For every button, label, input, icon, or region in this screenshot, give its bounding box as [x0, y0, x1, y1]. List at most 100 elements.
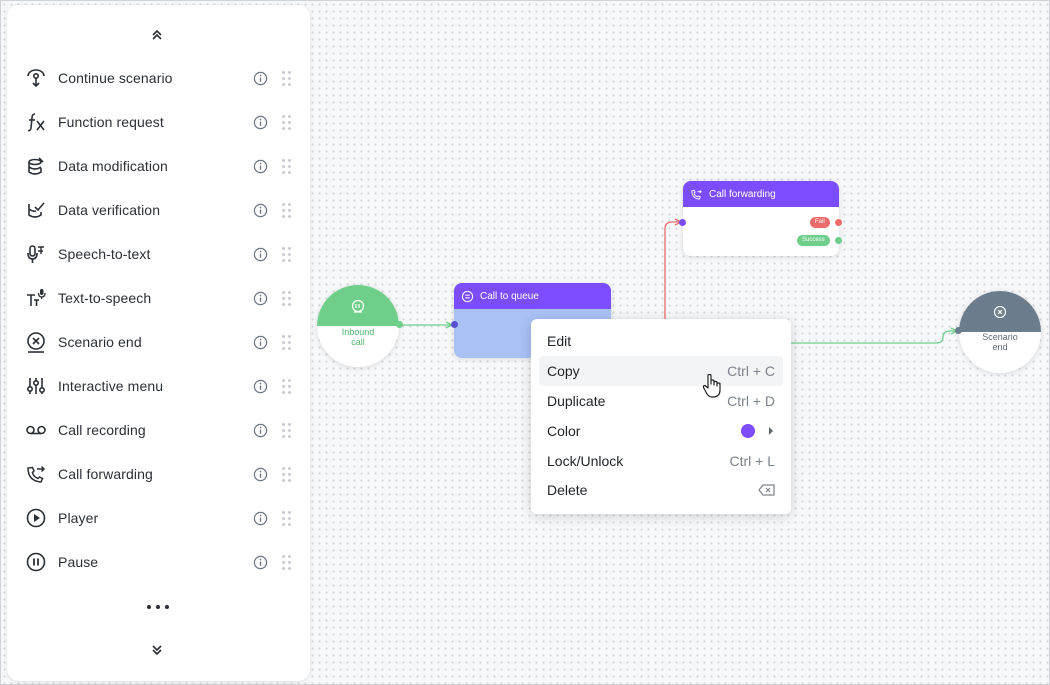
- sidebar-item-continue-scenario[interactable]: Continue scenario: [7, 56, 310, 100]
- call-forwarding-node[interactable]: Call forwarding Fail Success: [683, 181, 839, 256]
- speech-to-text-icon: [24, 242, 48, 266]
- sidebar-item-label: Interactive menu: [58, 378, 164, 394]
- drag-handle-icon[interactable]: [282, 289, 294, 307]
- voicemail-icon: [24, 418, 48, 442]
- call-to-queue-header: Call to queue: [454, 283, 611, 309]
- menu-item-color[interactable]: Color: [539, 416, 783, 446]
- sidebar-item-player[interactable]: Player: [7, 496, 310, 540]
- menu-item-label: Duplicate: [547, 393, 606, 409]
- sidebar-item-label: Pause: [58, 554, 99, 570]
- drag-handle-icon[interactable]: [282, 113, 294, 131]
- info-icon[interactable]: [252, 466, 268, 482]
- menu-item-label: Lock/Unlock: [547, 453, 624, 469]
- drag-handle-icon[interactable]: [282, 69, 294, 87]
- info-icon[interactable]: [252, 246, 268, 262]
- scenario-end-icon: [993, 305, 1007, 318]
- forwarding-input-port[interactable]: [679, 219, 686, 226]
- submenu-arrow-icon: [769, 427, 773, 435]
- drag-handle-icon[interactable]: [282, 465, 294, 483]
- queue-input-port[interactable]: [451, 321, 458, 328]
- info-icon[interactable]: [252, 290, 268, 306]
- drag-handle-icon[interactable]: [282, 553, 294, 571]
- sidebar-item-label: Speech-to-text: [58, 246, 151, 262]
- scenario-end-node-header: [959, 291, 1041, 332]
- sidebar-item-function-request[interactable]: Function request: [7, 100, 310, 144]
- data-modification-icon: [24, 154, 48, 178]
- drag-handle-icon[interactable]: [282, 377, 294, 395]
- menu-item-duplicate[interactable]: Duplicate Ctrl + D: [539, 386, 783, 416]
- sidebar-item-label: Data modification: [58, 158, 168, 174]
- sidebar-item-label: Text-to-speech: [58, 290, 152, 306]
- end-input-port[interactable]: [955, 327, 962, 334]
- info-icon[interactable]: [252, 510, 268, 526]
- sidebar-item-data-verification[interactable]: Data verification: [7, 188, 310, 232]
- sidebar-item-interactive-menu[interactable]: Interactive menu: [7, 364, 310, 408]
- inbound-output-port[interactable]: [396, 321, 403, 328]
- sidebar-item-label: Function request: [58, 114, 164, 130]
- sidebar-item-label: Data verification: [58, 202, 161, 218]
- continue-scenario-icon: [24, 66, 48, 90]
- scenario-end-node[interactable]: Scenario end: [959, 291, 1041, 373]
- sidebar-item-label: Call recording: [58, 422, 146, 438]
- queue-icon: [461, 290, 474, 302]
- data-verification-icon: [24, 198, 48, 222]
- menu-item-label: Edit: [547, 333, 572, 349]
- sidebar-item-text-to-speech[interactable]: Text-to-speech: [7, 276, 310, 320]
- menu-item-label: Color: [547, 423, 581, 439]
- sidebar-item-scenario-end[interactable]: Scenario end: [7, 320, 310, 364]
- drag-handle-icon[interactable]: [282, 333, 294, 351]
- info-icon[interactable]: [252, 422, 268, 438]
- interactive-menu-icon: [24, 374, 48, 398]
- call-forward-icon: [24, 462, 48, 486]
- sidebar-item-speech-to-text[interactable]: Speech-to-text: [7, 232, 310, 276]
- text-to-speech-icon: [24, 286, 48, 310]
- sidebar-item-label: Scenario end: [58, 334, 142, 350]
- inbound-call-node-header: [317, 285, 399, 326]
- sidebar-item-label: Call forwarding: [58, 466, 153, 482]
- chevron-double-down-icon: [152, 645, 162, 656]
- info-icon[interactable]: [252, 334, 268, 350]
- drag-handle-icon[interactable]: [282, 509, 294, 527]
- sidebar-item-pause[interactable]: Pause: [7, 540, 310, 584]
- menu-item-edit[interactable]: Edit: [539, 326, 783, 356]
- sidebar-item-label: Player: [58, 510, 99, 526]
- scroll-up-button[interactable]: [145, 23, 169, 47]
- fail-badge: Fail: [810, 217, 830, 228]
- success-badge: Success: [797, 235, 830, 246]
- menu-item-copy[interactable]: Copy Ctrl + C: [539, 356, 783, 386]
- play-icon: [24, 506, 48, 530]
- more-items-icon[interactable]: [147, 602, 169, 612]
- function-icon: [24, 110, 48, 134]
- info-icon[interactable]: [252, 554, 268, 570]
- sidebar-item-call-recording[interactable]: Call recording: [7, 408, 310, 452]
- hand-cursor-icon: [702, 373, 721, 398]
- inbound-call-node[interactable]: Inbound call: [317, 285, 399, 367]
- scenario-end-node-label: Scenario end: [982, 332, 1018, 352]
- call-forward-icon: [691, 189, 702, 200]
- sidebar-item-data-modification[interactable]: Data modification: [7, 144, 310, 188]
- menu-item-delete[interactable]: Delete: [539, 475, 783, 505]
- inbound-call-node-label: Inbound call: [341, 327, 375, 347]
- sidebar-item-call-forwarding[interactable]: Call forwarding: [7, 452, 310, 496]
- drag-handle-icon[interactable]: [282, 421, 294, 439]
- menu-item-lock-unlock[interactable]: Lock/Unlock Ctrl + L: [539, 446, 783, 476]
- chevron-double-up-icon: [152, 29, 162, 40]
- drag-handle-icon[interactable]: [282, 157, 294, 175]
- info-icon[interactable]: [252, 378, 268, 394]
- scroll-down-button[interactable]: [145, 638, 169, 662]
- info-icon[interactable]: [252, 114, 268, 130]
- info-icon[interactable]: [252, 70, 268, 86]
- menu-item-shortcut: Ctrl + L: [729, 453, 775, 469]
- forwarding-success-port[interactable]: [835, 237, 842, 244]
- menu-item-label: Delete: [547, 482, 588, 498]
- call-forwarding-header: Call forwarding: [683, 181, 839, 207]
- forwarding-fail-port[interactable]: [835, 219, 842, 226]
- drag-handle-icon[interactable]: [282, 201, 294, 219]
- menu-item-shortcut: Ctrl + D: [727, 393, 775, 409]
- sidebar-item-label: Continue scenario: [58, 70, 173, 86]
- menu-item-shortcut: Ctrl + C: [727, 363, 775, 379]
- drag-handle-icon[interactable]: [282, 245, 294, 263]
- info-icon[interactable]: [252, 202, 268, 218]
- info-icon[interactable]: [252, 158, 268, 174]
